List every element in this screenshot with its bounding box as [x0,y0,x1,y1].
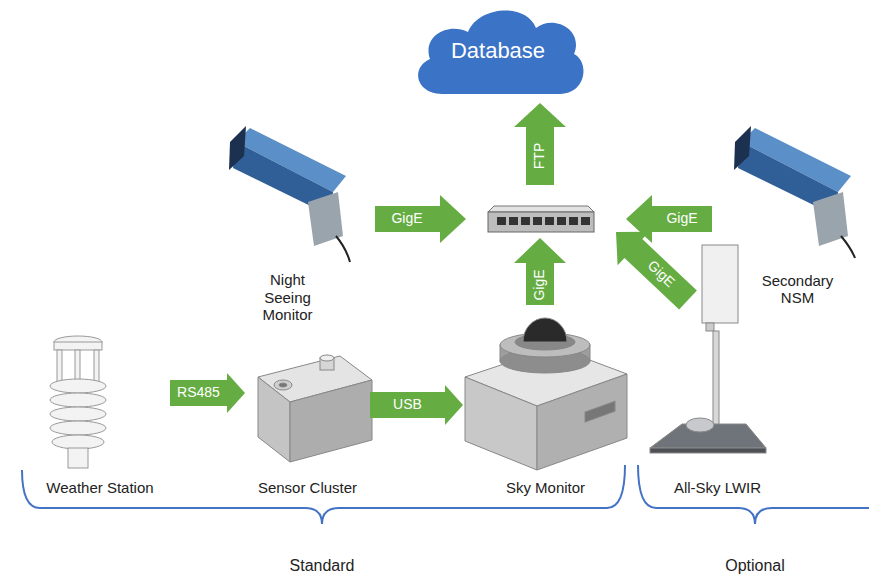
weather-station-icon [54,342,102,350]
device-node: Sensor Cluster [245,355,370,498]
sensor-cluster-icon [258,355,372,462]
sensor-cluster-icon [274,380,292,390]
seeing-monitor-icon [336,236,350,262]
network-switch [569,217,578,225]
device-node: Night Seeing Monitor [225,130,350,325]
gige-arrow [616,232,697,310]
ftp-arrow [514,103,566,185]
network-switch [581,217,590,225]
sky-monitor-icon [585,401,615,422]
sensor-cluster-icon [320,355,334,361]
network-switch [545,217,554,225]
seeing-monitor-icon [229,126,350,262]
lwir-camera-icon [702,245,738,323]
network-switch [488,212,594,232]
protocol-label: FTP [532,143,547,169]
group-label: Optional [725,557,785,575]
secondary-monitor-icon [734,126,855,258]
seeing-monitor-icon [229,126,246,170]
weather-station-icon [52,435,104,449]
network-switch [533,217,542,225]
gige-arrow [375,103,712,310]
device-label: Secondary NSM [752,272,844,307]
gige-arrow [514,238,566,305]
network-switch [488,206,594,232]
sky-monitor-icon [465,377,537,470]
sky-monitor-icon [465,318,627,470]
weather-station-icon [75,350,80,382]
weather-station-icon [57,350,62,382]
network-switch [521,217,530,225]
cloud-shape [418,10,583,94]
secondary-monitor-icon [734,126,751,170]
weather-station-icon [50,336,106,468]
lwir-camera-icon [713,331,719,425]
weather-station-icon [50,393,106,407]
group-bracket [22,465,625,524]
group-bracket [22,465,869,524]
device-node: Sky Monitor [463,315,628,498]
network-switch [497,217,506,225]
cloud-label: Database [451,38,545,63]
lwir-camera-icon [706,323,714,331]
protocol-label: GigE [532,269,547,300]
sky-monitor-icon [523,318,567,342]
network-switch [557,217,566,225]
network-switch [488,206,594,212]
gige-arrow [375,195,466,243]
protocol-label: GigE [666,211,697,226]
device-label: Night Seeing Monitor [253,271,323,323]
group-bracket [638,465,869,524]
device-label: All-Sky LWIR [674,479,761,496]
weather-station-icon [50,379,106,393]
sensor-cluster-icon [290,380,372,462]
sky-monitor-icon [537,374,627,470]
weather-station-icon [50,421,106,435]
protocol-label: GigE [391,211,422,226]
connector-arrow [370,385,463,425]
device-label: Sky Monitor [506,479,585,496]
weather-station-icon [50,407,106,421]
secondary-monitor-icon [841,236,855,258]
device-label: Sensor Cluster [258,479,357,496]
device-label: Weather Station [46,479,153,496]
device-node: Secondary NSM [735,130,860,308]
connector-label: USB [393,397,422,412]
network-switch [509,217,518,225]
sensor-cluster-icon [279,383,287,387]
protocol-label: GigE [644,258,677,290]
weather-station-icon [94,350,99,382]
database-cloud: Database [408,2,588,100]
weather-station-icon [68,448,88,468]
connector-arrow [170,373,245,413]
lwir-camera-icon [650,448,766,453]
device-node: Weather Station [30,330,170,498]
lwir-camera-icon [686,418,714,432]
group-label: Standard [290,557,355,575]
connector-label: RS485 [177,385,220,400]
